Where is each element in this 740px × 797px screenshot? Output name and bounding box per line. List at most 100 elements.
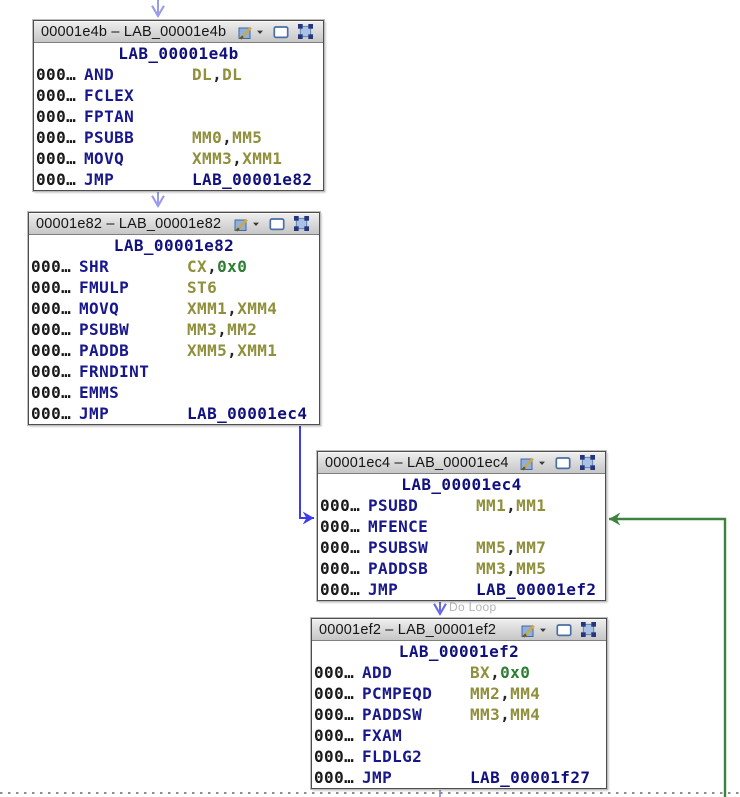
operand-constant: 0x0 [217,257,248,276]
node-toolbar [238,24,313,40]
node-toolbar [520,455,595,471]
address: 000… [36,107,77,126]
graph-node[interactable]: 00001e4b – LAB_00001e4b [33,20,324,191]
block-label: LAB_00001ef2 [398,642,520,661]
operand-label: LAB_00001ec4 [187,404,308,423]
set-background-color-icon[interactable] [234,216,250,232]
operand-separator: , [227,341,238,360]
instruction-row[interactable]: 000… JMP LAB_00001e82 [36,169,321,190]
mnemonic: MOVQ [79,299,120,318]
operands: LAB_00001e82 [192,169,321,190]
node-titlebar[interactable]: 00001ec4 – LAB_00001ec4 [318,452,605,474]
mnemonic: FCLEX [84,86,135,105]
mnemonic: PADDSW [362,705,423,724]
operand-register: MM5 [476,538,507,557]
address: 000… [314,705,355,724]
operands: MM1,MM1 [476,495,603,516]
instruction-row[interactable]: 000…FRNDINT [31,361,317,382]
node-titlebar[interactable]: 00001ef2 – LAB_00001ef2 [312,619,606,641]
set-background-color-icon[interactable] [238,24,254,40]
graph-node[interactable]: 00001e82 – LAB_00001e82 [28,212,320,425]
fullscreen-view-icon[interactable] [556,622,572,638]
address: 000… [31,299,72,318]
node-titlebar[interactable]: 00001e82 – LAB_00001e82 [29,213,319,235]
operands: MM3,MM5 [476,558,603,579]
color-dropdown-icon[interactable] [538,459,546,467]
mnemonic: PADDSB [368,559,429,578]
node-title: 00001ef2 – LAB_00001ef2 [319,621,497,638]
group-selection-icon[interactable] [294,216,309,231]
address: 000… [36,149,77,168]
operand-separator: , [506,559,517,578]
operand-separator: , [207,257,218,276]
fullscreen-view-icon[interactable] [555,455,571,471]
operand-separator: , [212,65,223,84]
address: 000… [314,684,355,703]
group-selection-icon[interactable] [298,24,313,39]
group-selection-icon[interactable] [580,455,595,470]
mnemonic: PSUBSW [368,538,429,557]
edge-label-do-loop: Do Loop [449,600,497,614]
graph-node[interactable]: 00001ec4 – LAB_00001ec4 [317,451,606,601]
operand-label: LAB_00001ef2 [476,580,597,599]
operand-separator: , [222,128,233,147]
operand-register: MM3 [470,705,501,724]
mnemonic: JMP [84,170,115,189]
color-dropdown-icon[interactable] [252,220,260,228]
operands [187,361,317,382]
node-titlebar[interactable]: 00001e4b – LAB_00001e4b [34,21,323,43]
instruction-row[interactable]: 000…FLDLG2 [314,746,604,767]
address: 000… [314,747,355,766]
set-background-color-icon[interactable] [520,455,536,471]
block-label: LAB_00001ec4 [401,475,522,494]
loop-back-edge [609,512,727,797]
node-toolbar [521,622,596,638]
mnemonic: PSUBW [79,320,130,339]
graph-node[interactable]: 00001ef2 – LAB_00001ef2 [311,618,607,789]
operand-separator: , [506,496,517,515]
operands [476,516,603,537]
color-dropdown-icon[interactable] [539,626,547,634]
address: 000… [36,170,77,189]
mnemonic: MFENCE [368,517,429,536]
color-dropdown-icon[interactable] [256,28,264,36]
operand-register: XMM1 [187,299,228,318]
operand-separator: , [217,320,228,339]
group-selection-icon[interactable] [581,622,596,637]
instruction-row[interactable]: 000…FCLEX [36,85,321,106]
mnemonic: AND [84,65,115,84]
mnemonic: EMMS [79,383,120,402]
mnemonic: PSUBD [368,496,419,515]
set-background-color-icon[interactable] [521,622,537,638]
address: 000… [31,257,72,276]
fullscreen-view-icon[interactable] [269,216,285,232]
instruction-row[interactable]: 000…FPTAN [36,106,321,127]
instruction-row[interactable]: 000…MFENCE [320,516,603,537]
operand-register: MM2 [470,684,501,703]
operands [470,746,604,767]
instruction-row[interactable]: 000…EMMS [31,382,317,403]
instruction-row[interactable]: 000…FXAM [314,725,604,746]
operand-separator: , [227,299,238,318]
fullscreen-view-icon[interactable] [273,24,289,40]
